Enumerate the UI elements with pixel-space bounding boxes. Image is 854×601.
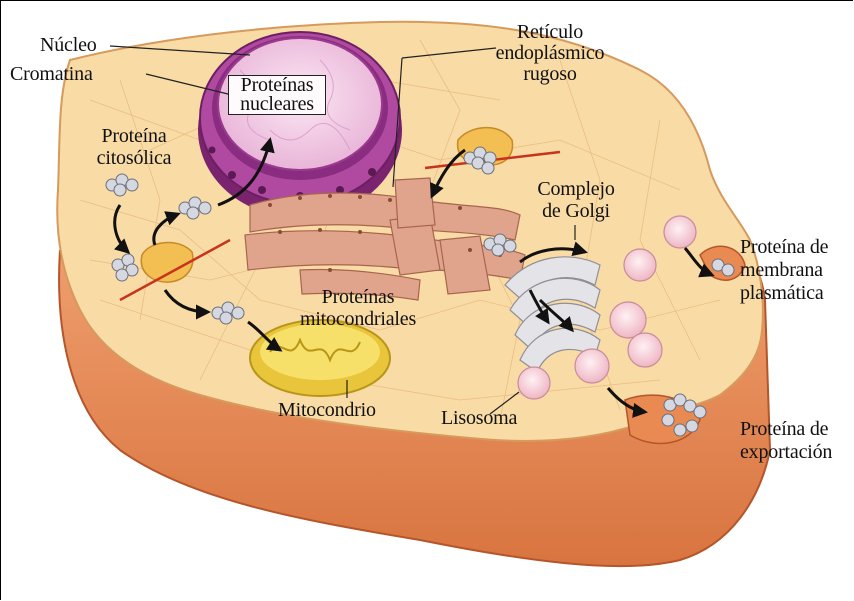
label-proteina-citosolica: Proteína citosólica — [88, 125, 180, 169]
label-cromatina: Cromatina — [10, 64, 93, 84]
label-reticulo: Retículo endoplásmico rugoso — [480, 22, 620, 85]
nucleus — [198, 32, 402, 218]
label-complejo-golgi: Complejo de Golgi — [526, 178, 626, 222]
label-lisosoma: Lisosoma — [441, 408, 517, 428]
label-proteinas-nucleares: Proteínas nucleares — [228, 75, 326, 115]
label-nucleo: Núcleo — [40, 35, 97, 55]
label-proteinas-mitocondriales: Proteínas mitocondriales — [283, 286, 433, 330]
label-proteina-membrana: Proteína de membrana plasmática — [740, 236, 828, 305]
label-proteina-exportacion: Proteína de exportación — [740, 418, 832, 464]
mitochondrion — [250, 320, 390, 396]
label-mitocondrio: Mitocondrio — [278, 400, 376, 420]
